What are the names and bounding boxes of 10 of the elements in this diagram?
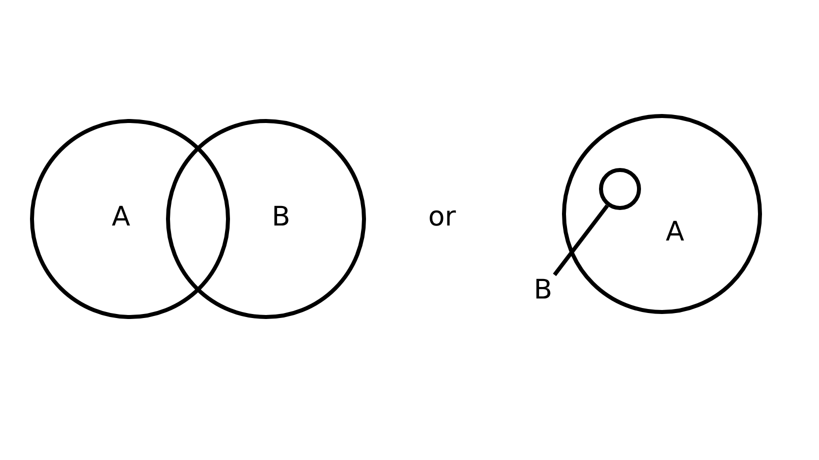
set-circle — [30, 119, 230, 319]
set-label: A — [666, 218, 684, 246]
set-label: B — [272, 204, 290, 230]
set-label: B — [534, 276, 552, 304]
leader-line — [552, 204, 609, 276]
connective-word: or — [428, 204, 456, 230]
set-circle — [599, 168, 641, 210]
set-circle — [562, 114, 762, 314]
set-label: A — [112, 204, 130, 230]
set-circle — [166, 119, 366, 319]
